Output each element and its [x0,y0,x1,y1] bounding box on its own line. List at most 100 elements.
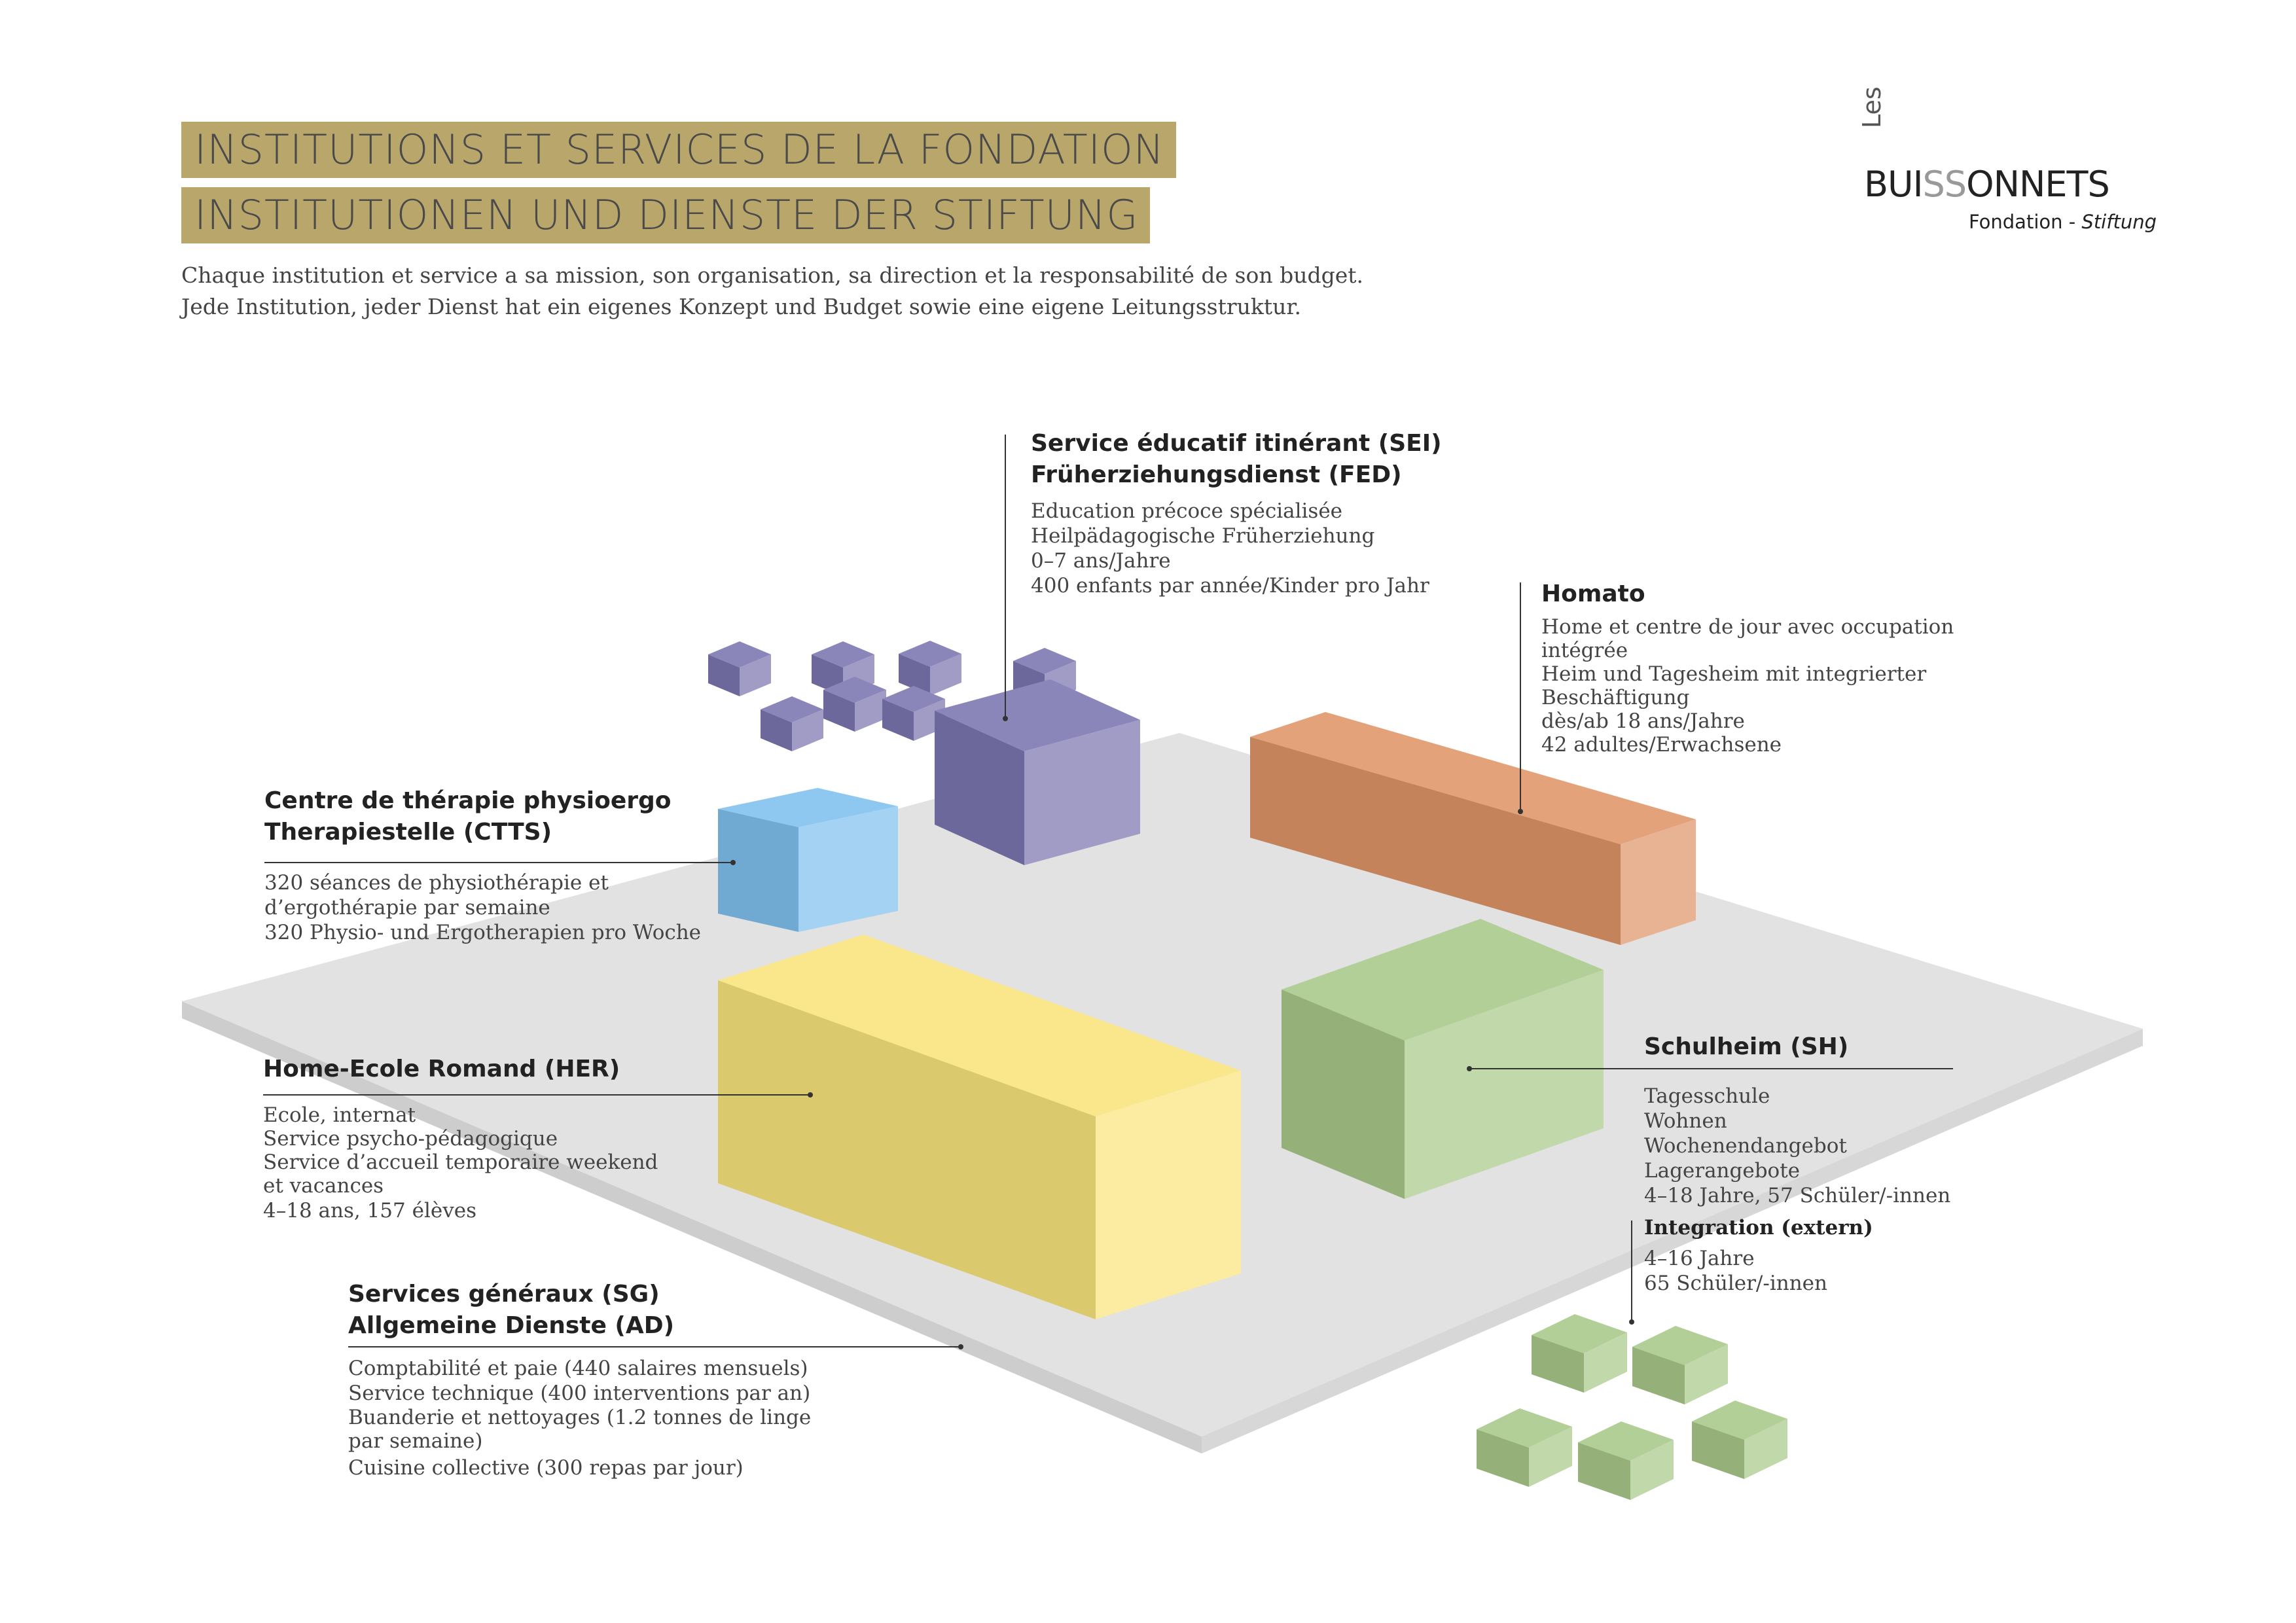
ctts-title-1: Centre de thérapie physioergo [264,787,672,814]
sh-small-cube-4-left [1692,1421,1744,1479]
her-line: Service d’accueil temporaire weekend [263,1150,658,1174]
sei-line: Education précoce spécialisée [1031,499,1343,523]
homato-bar-top [1250,712,1696,844]
sh-small-cube-3-right [1630,1440,1674,1500]
sh-small-cube-3-left [1578,1442,1630,1500]
platform-right-edge [1202,1029,2143,1454]
sei-small-cube-0-right [740,654,771,696]
sei-cube-top [935,679,1140,751]
logo-name-c: ONNETS [1966,164,2110,205]
sh-small-cube-1-left [1632,1347,1685,1404]
logo-name: BUISSONNETS [1864,164,2110,205]
ctts-cube-left [718,809,798,932]
sh-small-cube-4-top [1692,1400,1787,1440]
sg-title-2: Allgemeine Dienste (AD) [348,1312,675,1339]
title-de: INSTITUTIONEN UND DIENSTE DER STIFTUNG [181,187,1151,243]
sh-box-top [1282,919,1604,1041]
sg-label: Services généraux (SG) Allgemeine Dienst… [348,1279,811,1483]
sei-title-1: Service éducatif itinérant (SEI) [1031,430,1442,457]
platform-left-edge [182,1001,1202,1454]
sh-line: Lagerangebote [1644,1159,1801,1183]
logo-stiftung: Stiftung [2081,211,2157,233]
sh-leader-dot [1467,1066,1472,1071]
her-box-left [718,980,1096,1319]
sh-title: Schulheim (SH) [1644,1033,1849,1060]
her-line: Service psycho-pédagogique [263,1127,558,1150]
sh-integration-line: 65 Schüler/-innen [1644,1272,1827,1295]
sei-small-cube-2-left [899,654,930,696]
logo-name-b: SS [1922,164,1967,205]
her-line: 4–18 ans, 157 élèves [263,1199,476,1222]
sei-small-cube-2-right [930,654,961,696]
sei-cube-right [1024,720,1140,865]
sg-line: Buanderie et nettoyages (1.2 tonnes de l… [348,1406,812,1429]
logo-fondation: Fondation - [1969,211,2082,233]
ctts-line: 320 séances de physiothérapie et [264,871,609,895]
sei-leader-dot [1003,716,1008,721]
sg-title-1: Services généraux (SG) [348,1281,660,1308]
sh-label: Schulheim (SH) Tagesschule Wohnen Wochen… [1644,1031,1950,1296]
sg-line: Cuisine collective (300 repas par jour) [348,1456,744,1480]
sei-title-2: Früherziehungsdienst (FED) [1031,461,1402,488]
sh-box-right [1405,970,1604,1199]
sg-line: par semaine) [348,1429,483,1453]
homato-bar-left [1250,737,1621,945]
homato-label: Homato Home et centre de jour avec occup… [1541,579,1954,757]
homato-line: dès/ab 18 ans/Jahre [1541,709,1745,733]
her-label: Home-Ecole Romand (HER) Ecole, internat … [263,1054,658,1224]
sei-line: Heilpädagogische Früherziehung [1031,524,1375,548]
intro-fr: Chaque institution et service a sa missi… [181,262,1363,288]
her-title: Home-Ecole Romand (HER) [263,1056,620,1082]
homato-line: 42 adultes/Erwachsene [1541,733,1782,757]
her-line: Ecole, internat [263,1103,416,1127]
sh-box-left [1282,990,1405,1199]
sh-small-cube-2-right [1529,1427,1572,1487]
ctts-label: Centre de thérapie physioergo Therapiest… [264,785,701,945]
sei-small-cube-0-left [708,654,740,696]
sg-line: Comptabilité et paie (440 salaires mensu… [348,1357,808,1380]
her-box-top [718,935,1241,1116]
sh-small-cube-0-right [1584,1332,1627,1393]
ctts-cube-right [798,806,898,932]
homato-leader-dot [1518,809,1523,814]
sei-small-cube-6-left [882,699,914,741]
ctts-title-2: Therapiestelle (CTTS) [264,819,552,846]
sh-line: Wohnen [1644,1109,1727,1133]
ctts-cube-top [718,788,898,827]
homato-bar-right [1621,819,1696,945]
sh-small-cube-3-top [1578,1421,1674,1461]
sh-integration-title: Integration (extern) [1644,1216,1873,1240]
sh-integration-leader-dot [1629,1319,1634,1325]
sh-small-cube-1-right [1685,1344,1728,1404]
sh-small-cube-1-top [1632,1326,1728,1365]
sg-line: Service technique (400 interventions par… [348,1382,811,1405]
ctts-line: d’ergothérapie par semaine [264,896,550,919]
her-box-right [1096,1071,1241,1319]
sg-leader-dot [958,1344,963,1349]
sei-small-cube-5-left [823,690,855,732]
ctts-leader-dot [730,860,736,865]
title-fr: INSTITUTIONS ET SERVICES DE LA FONDATION [181,122,1177,178]
homato-line: intégrée [1541,639,1628,662]
sei-label: Service éducatif itinérant (SEI) Früherz… [1031,428,1442,598]
sh-line: Wochenendangebot [1644,1134,1847,1158]
sei-line: 400 enfants par année/Kinder pro Jahr [1031,574,1429,597]
sh-line: 4–18 Jahre, 57 Schüler/-innen [1644,1184,1951,1207]
sh-integration-line: 4–16 Jahre [1644,1247,1755,1270]
sei-small-cube-4-left [761,709,792,751]
sh-small-cube-0-top [1532,1314,1627,1353]
homato-line: Beschäftigung [1541,686,1690,709]
sh-small-cube-2-top [1477,1408,1572,1448]
intro-de: Jede Institution, jeder Dienst hat ein e… [181,294,1302,319]
sei-small-cube-5-right [855,690,886,732]
homato-line: Heim und Tagesheim mit integrierter [1541,662,1927,686]
sh-small-cube-4-right [1744,1419,1787,1479]
sei-cube-left [935,711,1024,865]
her-leader-dot [808,1092,813,1097]
sei-line: 0–7 ans/Jahre [1031,549,1171,573]
sh-line: Tagesschule [1644,1084,1770,1108]
logo-subtitle: Fondation - Stiftung [1969,211,2157,233]
logo-name-a: BUI [1864,164,1923,205]
sh-small-cube-0-left [1532,1335,1584,1393]
